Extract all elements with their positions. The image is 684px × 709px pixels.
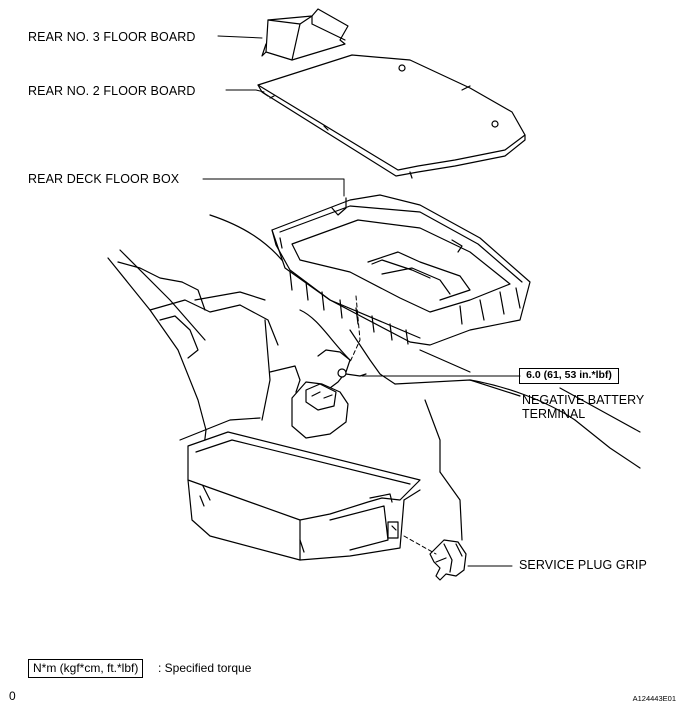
- legend-description: : Specified torque: [158, 661, 252, 675]
- hv-battery-drawing: [187, 431, 421, 561]
- label-negative-battery-terminal-line1: NEGATIVE BATTERY: [522, 393, 645, 407]
- torque-spec-box: 6.0 (61, 53 in.*lbf): [519, 368, 619, 384]
- service-plug-grip-drawing: [429, 539, 467, 581]
- label-negative-battery-terminal: NEGATIVE BATTERY TERMINAL: [522, 393, 644, 421]
- figure-id: A124443E01: [632, 694, 676, 703]
- label-rear-no2-floor-board: REAR NO. 2 FLOOR BOARD: [28, 84, 196, 98]
- legend-torque-unit-box: N*m (kgf*cm, ft.*lbf): [28, 659, 144, 678]
- label-negative-battery-terminal-line2: TERMINAL: [522, 407, 586, 421]
- label-rear-deck-floor-box: REAR DECK FLOOR BOX: [28, 172, 180, 186]
- battery-terminal-bracket-drawing: [269, 349, 367, 439]
- rear-no2-floor-board-drawing: [257, 54, 526, 179]
- leader-lines: [202, 35, 521, 567]
- rear-deck-floor-box-drawing: [271, 194, 531, 346]
- label-rear-no3-floor-board: REAR NO. 3 FLOOR BOARD: [28, 30, 196, 44]
- alignment-dashed-lines: [349, 295, 437, 555]
- rear-no3-floor-board-drawing: [261, 8, 349, 61]
- page-marker: 0: [9, 689, 16, 703]
- label-service-plug-grip: SERVICE PLUG GRIP: [519, 558, 647, 572]
